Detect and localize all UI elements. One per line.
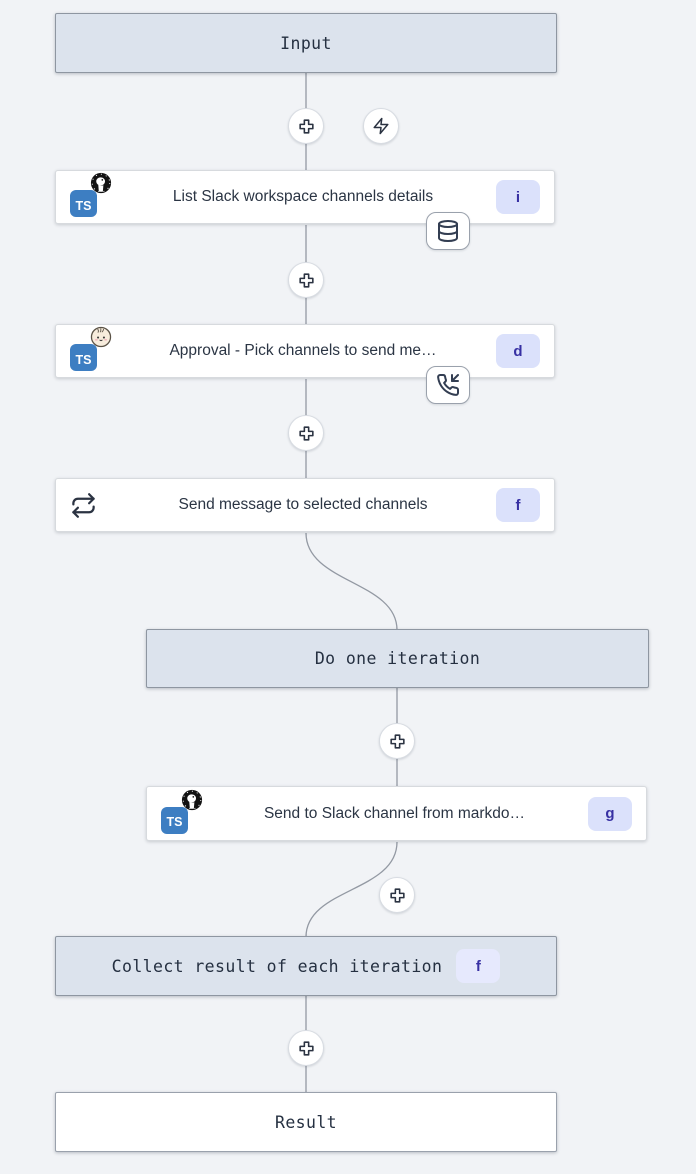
zap-icon [373, 117, 389, 135]
language-icon: TS [70, 326, 112, 372]
insert-step-button[interactable] [379, 877, 415, 913]
do-iteration-node[interactable]: Do one iteration [146, 629, 649, 688]
step-node-send-slack[interactable]: TS Send to Slack channel from markdo… g [146, 786, 647, 841]
bun-icon [90, 326, 112, 348]
collect-result-label: Collect result of each iteration [111, 956, 443, 976]
forloop-icon-wrap [70, 492, 110, 519]
step-title: Send message to selected channels [178, 496, 428, 513]
plus-icon [298, 1040, 314, 1056]
step-node-forloop[interactable]: Send message to selected channels f [55, 478, 555, 532]
deno-icon [181, 789, 203, 810]
add-trigger-button[interactable] [363, 108, 399, 144]
suspend-approval-button[interactable] [426, 366, 470, 404]
step-title: List Slack workspace channels details [172, 188, 434, 205]
step-id-badge: f [456, 949, 501, 983]
plus-icon [298, 118, 314, 134]
edge-step-g-collect [305, 841, 398, 938]
ts-icon-label: TS [166, 815, 183, 829]
result-node[interactable]: Result [55, 1092, 557, 1152]
edge-step-f-do-iteration [305, 532, 398, 631]
collect-result-node[interactable]: Collect result of each iteration f [55, 936, 557, 996]
step-node-list-channels[interactable]: TS List Slack workspace channels details… [55, 170, 555, 224]
language-icon: TS [161, 789, 203, 835]
step-id-badge: d [496, 334, 540, 368]
insert-step-button[interactable] [379, 723, 415, 759]
deno-icon [90, 172, 112, 194]
ts-icon: TS [161, 806, 188, 834]
insert-step-button[interactable] [288, 1030, 324, 1066]
step-id-badge: g [588, 796, 632, 831]
database-icon [438, 220, 458, 242]
step-node-approval[interactable]: TS Approval - Pick channels to send me… … [55, 324, 555, 378]
step-id-badge: i [496, 180, 540, 214]
do-iteration-label: Do one iteration [314, 649, 481, 668]
insert-step-button[interactable] [288, 415, 324, 451]
step-title: Send to Slack channel from markdo… [263, 804, 526, 822]
input-node-label: Input [280, 33, 332, 53]
ts-icon: TS [70, 344, 97, 371]
result-node-label: Result [274, 1112, 337, 1132]
input-node[interactable]: Input [55, 13, 557, 73]
ts-icon-label: TS [75, 352, 92, 367]
insert-step-button[interactable] [288, 108, 324, 144]
repeat-icon [72, 492, 95, 518]
plus-icon [298, 272, 314, 288]
insert-step-button[interactable] [288, 262, 324, 298]
cached-result-button[interactable] [426, 212, 470, 250]
step-title: Approval - Pick channels to send me… [169, 342, 437, 359]
phone-incoming-icon [437, 374, 460, 396]
ts-icon: TS [70, 190, 97, 217]
plus-icon [389, 733, 405, 749]
plus-icon [298, 425, 314, 441]
plus-icon [389, 887, 405, 903]
language-icon: TS [70, 172, 112, 218]
step-id-badge: f [496, 488, 540, 522]
ts-icon-label: TS [75, 198, 92, 213]
